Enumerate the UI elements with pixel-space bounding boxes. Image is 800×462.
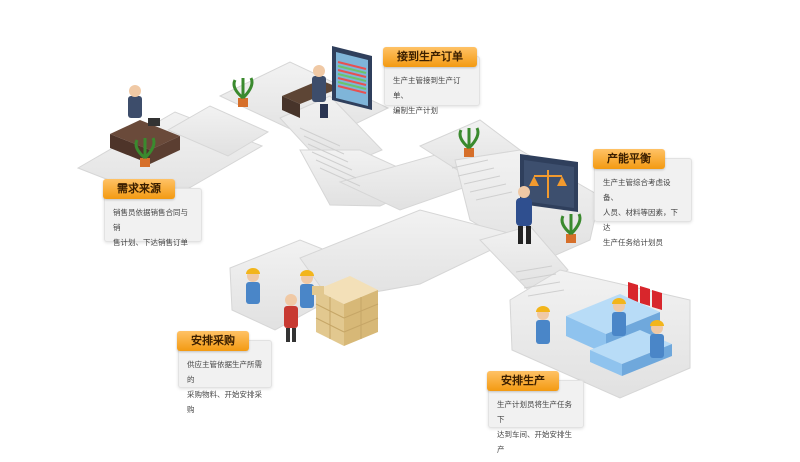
monitor-wall-icon bbox=[332, 46, 372, 110]
plant-icon bbox=[458, 127, 480, 157]
boxes-icon bbox=[315, 276, 379, 346]
worker-icon bbox=[612, 298, 626, 336]
step-demand-title: 需求来源 bbox=[103, 179, 175, 199]
step-order-title: 接到生产订单 bbox=[383, 47, 477, 67]
plant-icon bbox=[134, 137, 156, 167]
step-capacity: 产能平衡 生产主管综合考虑设备、 人员、材料等因素，下达 生产任务给计划员 bbox=[593, 149, 692, 247]
step-production: 安排生产 生产计划员将生产任务下 达到车间、开始安排生产 bbox=[487, 371, 584, 454]
manager-icon bbox=[516, 186, 532, 244]
planner-desk-icon bbox=[282, 65, 340, 118]
step-demand-desc: 销售员依据销售合同与销 售计划、下达销售订单 bbox=[113, 208, 188, 247]
step-purchase: 安排采购 供应主管依据生产所需的 采购物料、开始安排采购 bbox=[177, 331, 272, 414]
step-purchase-desc: 供应主管依据生产所需的 采购物料、开始安排采购 bbox=[187, 360, 262, 414]
plant-icon bbox=[232, 77, 254, 107]
step-purchase-title: 安排采购 bbox=[177, 331, 249, 351]
step-production-title: 安排生产 bbox=[487, 371, 559, 391]
step-capacity-desc: 生产主管综合考虑设备、 人员、材料等因素，下达 生产任务给计划员 bbox=[603, 178, 678, 247]
stairs bbox=[299, 127, 565, 297]
step-order-desc: 生产主管接到生产订单、 编制生产计划 bbox=[393, 76, 461, 115]
step-demand: 需求来源 销售员依据销售合同与销 售计划、下达销售订单 bbox=[103, 179, 202, 247]
worker-icon bbox=[650, 320, 664, 358]
worker-icon bbox=[536, 306, 550, 344]
step-order: 接到生产订单 生产主管接到生产订单、 编制生产计划 bbox=[383, 47, 480, 115]
step-production-desc: 生产计划员将生产任务下 达到车间、开始安排生产 bbox=[497, 400, 572, 454]
plant-icon bbox=[560, 213, 582, 243]
supervisor-icon bbox=[284, 294, 298, 342]
worker-icon bbox=[246, 268, 260, 304]
worker-icon bbox=[300, 270, 324, 308]
balance-board-icon bbox=[520, 154, 578, 212]
red-panel-icon bbox=[628, 282, 662, 310]
step-capacity-title: 产能平衡 bbox=[593, 149, 665, 169]
sales-office-icon bbox=[110, 85, 180, 164]
